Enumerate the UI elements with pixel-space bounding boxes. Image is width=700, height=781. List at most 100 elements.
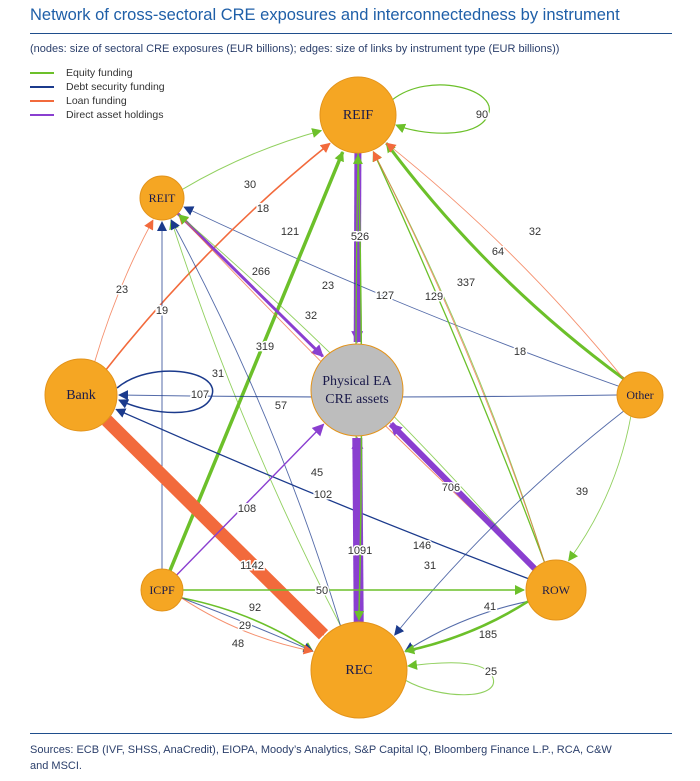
edge-label-other-to-bank-debt: 45 [311, 467, 323, 479]
edge-label-rec-to-reit-equity: 32 [305, 310, 317, 322]
node-label-reif: REIF [343, 108, 374, 123]
edge-icpf-to-rec-equity [181, 597, 314, 652]
legend-item-equity: Equity funding [30, 66, 165, 80]
edge-label-reif-to-rec-equity: 146 [413, 540, 431, 552]
node-reif [319, 76, 397, 154]
node-row [525, 559, 587, 621]
legend: Equity funding Debt security funding Loa… [30, 66, 165, 122]
edge-label-bank-to-reit-loan: 23 [116, 284, 128, 296]
edge-row-to-rec-equity [404, 600, 529, 655]
edge-label-reit-to-reif-equity: 30 [244, 179, 256, 191]
node-label-pea-line-2: CRE assets [325, 392, 388, 407]
edge-other-to-reif-loan [385, 142, 625, 380]
node-label-reit: REIT [149, 191, 176, 205]
legend-swatch-equity [30, 72, 54, 74]
node-pea [310, 343, 404, 437]
footer-rule [30, 733, 672, 734]
legend-swatch-loan [30, 100, 54, 102]
edge-rec-to-rec-equity [404, 659, 494, 696]
legend-item-debt: Debt security funding [30, 80, 165, 94]
edge-reif-to-reif-equity [391, 84, 490, 134]
edge-reit-to-reif-equity [182, 128, 323, 190]
edge-label-reif-to-pea-direct: 526 [351, 231, 369, 243]
legend-label-loan: Loan funding [66, 95, 127, 107]
edge-label-reif-to-reif-equity: 90 [476, 109, 488, 121]
edge-reit-to-pea-direct [176, 212, 324, 358]
sources-note: Sources: ECB (IVF, SHSS, AnaCredit), EIO… [30, 742, 680, 774]
edge-label-bank-to-bank-debt: 107 [191, 389, 209, 401]
edge-label-row-to-reif-equity: 64 [492, 246, 504, 258]
edge-label-other-to-rec-debt: 31 [424, 560, 436, 572]
node-reit [139, 175, 185, 221]
edge-bank-to-reit-loan [94, 219, 154, 362]
node-label-other: Other [626, 388, 653, 402]
edge-label-icpf-to-rec-equity: 92 [249, 602, 261, 614]
edge-rec-to-reit-debt [170, 219, 341, 626]
edge-label-rec-to-rec-equity: 25 [485, 666, 497, 678]
edge-bank-to-rec-loan [102, 415, 329, 640]
edge-row-to-pea-direct [388, 421, 537, 571]
edge-label-row-to-reif-equity: 129 [425, 291, 443, 303]
edge-label-other-to-reit-debt: 18 [257, 203, 269, 215]
edge-row-to-rec-debt [404, 600, 529, 652]
node-label-row: ROW [542, 583, 571, 597]
legend-swatch-debt [30, 86, 54, 88]
edge-label-icpf-to-reif-equity: 319 [256, 341, 274, 353]
edge-row-to-reif-loan [372, 151, 545, 563]
edge-label-other-to-row-equity: 39 [576, 486, 588, 498]
chart-subtitle: (nodes: size of sectoral CRE exposures (… [30, 43, 560, 55]
edge-label-bank-to-reif-loan: 121 [281, 226, 299, 238]
edge-label-row-to-bank-debt: 102 [314, 489, 332, 501]
node-icpf [140, 568, 184, 612]
legend-label-direct: Direct asset holdings [66, 109, 164, 121]
edge-other-to-reit-debt [183, 206, 619, 387]
sources-line-1: Sources: ECB (IVF, SHSS, AnaCredit), EIO… [30, 744, 612, 756]
legend-swatch-direct [30, 114, 54, 116]
node-label-rec: REC [345, 663, 372, 678]
edge-icpf-to-rec-debt [181, 597, 314, 653]
edge-label-bank-to-rec-loan: 1142 [240, 560, 264, 572]
edge-label-icpf-to-reit-debt: 19 [156, 305, 168, 317]
edge-other-to-rec-debt [394, 410, 624, 636]
edge-row-to-reif-equity [372, 150, 546, 563]
edge-label-row-to-rec-equity: 185 [479, 629, 497, 641]
edge-label-other-to-reif-equity: 337 [457, 277, 475, 289]
edge-bank-to-reif-loan [105, 142, 331, 370]
edge-row-to-reif-equity [372, 151, 545, 563]
edge-row-to-bank-debt [115, 408, 529, 580]
edge-label-row-to-pea-direct: 706 [442, 482, 460, 494]
edge-label-other-to-reif-loan: 32 [529, 226, 541, 238]
legend-item-direct: Direct asset holdings [30, 108, 165, 122]
edge-icpf-to-pea-direct [176, 423, 325, 576]
title-rule [30, 33, 672, 34]
node-label-bank: Bank [66, 388, 96, 403]
node-rec [310, 621, 408, 719]
edge-label-row-to-reif-loan: 18 [514, 346, 526, 358]
edge-label-icpf-to-rec-debt: 29 [239, 620, 251, 632]
legend-label-equity: Equity funding [66, 67, 133, 79]
edge-label-rec-to-reit-debt: 31 [212, 368, 224, 380]
node-bank [44, 358, 118, 432]
node-label-pea-line-1: Physical EA [322, 374, 392, 389]
edge-label-rec-to-pea-direct: 1091 [348, 545, 372, 557]
node-label-icpf: ICPF [149, 583, 175, 597]
edge-label-reit-to-pea-direct: 266 [252, 266, 270, 278]
edge-label-row-to-rec-debt: 41 [484, 601, 496, 613]
edge-label-icpf-to-rec-loan: 48 [232, 638, 244, 650]
legend-item-loan: Loan funding [30, 94, 165, 108]
edge-bank-to-bank-debt [116, 370, 214, 414]
sources-line-2: and MSCI. [30, 760, 82, 772]
edge-other-to-row-equity [568, 416, 632, 562]
edge-label-row-to-reit-loan: 23 [322, 280, 334, 292]
edge-label-icpf-to-row-equity: 50 [316, 585, 328, 597]
edge-rec-to-reit-equity [169, 219, 341, 626]
chart-title: Network of cross-sectoral CRE exposures … [30, 6, 620, 24]
edge-other-to-reif-equity [385, 142, 625, 381]
edge-icpf-to-rec-loan [181, 597, 314, 655]
edge-rec-to-pea-direct [351, 436, 364, 623]
legend-label-debt: Debt security funding [66, 81, 165, 93]
node-other [616, 371, 664, 419]
edge-label-row-to-reit-equity: 57 [275, 400, 287, 412]
edge-label-rec-to-reif-equity: 127 [376, 290, 394, 302]
